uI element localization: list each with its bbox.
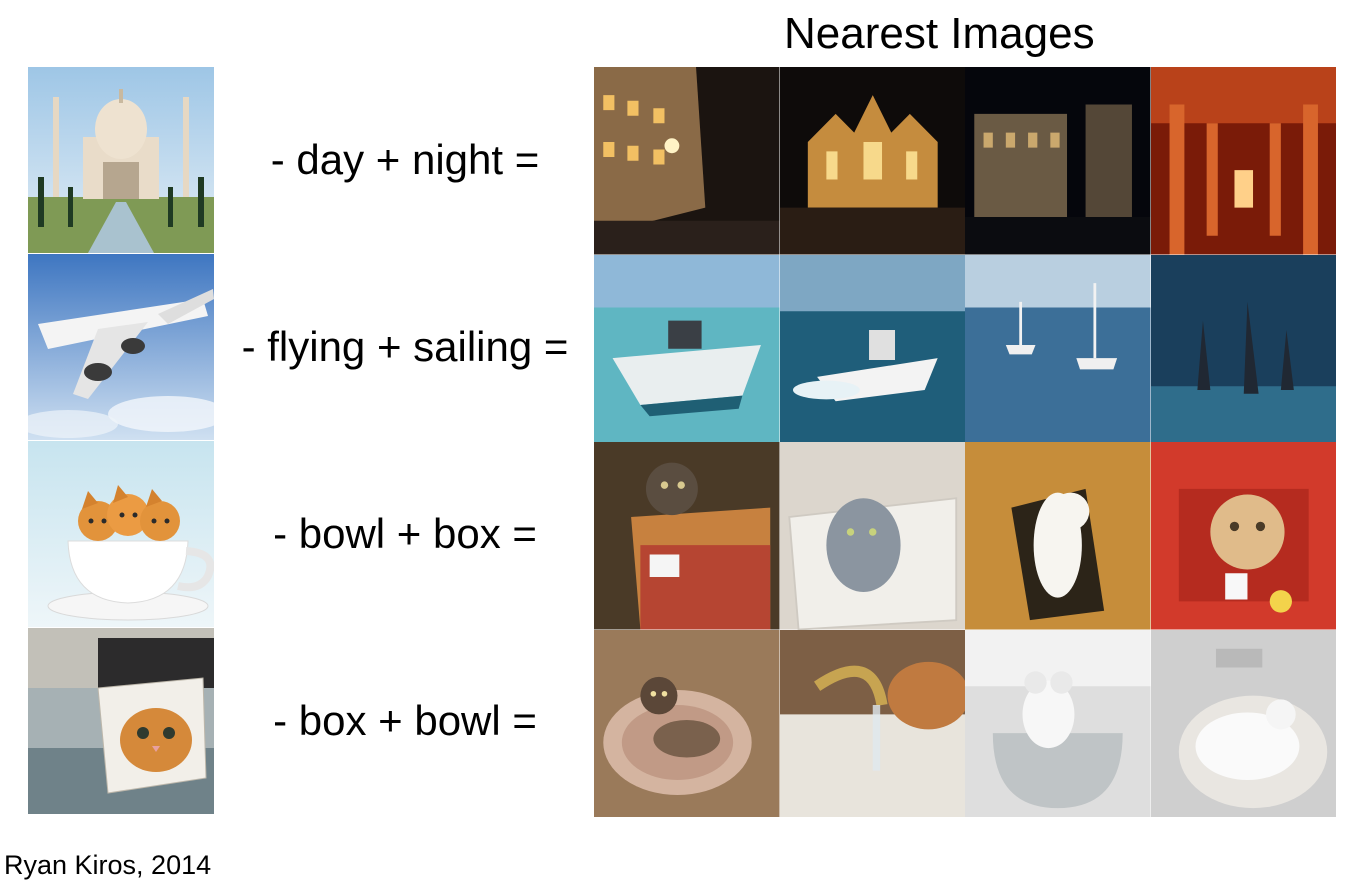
result-image-speedboat xyxy=(779,254,965,442)
result-image-cat-by-faucet xyxy=(779,629,965,817)
author-credit: Ryan Kiros, 2014 xyxy=(4,850,212,880)
query-image-airplane xyxy=(28,254,214,440)
result-image-cat-in-box-1 xyxy=(594,442,780,630)
result-image-cat-in-tray xyxy=(965,442,1151,630)
result-image-bird-in-sink xyxy=(1150,629,1336,817)
arithmetic-label-day-night: - day + night = xyxy=(270,136,540,183)
result-image-night-cathedral xyxy=(779,67,965,255)
query-image-kittens-in-cup xyxy=(28,441,214,627)
nearest-images-grid xyxy=(594,67,1336,817)
result-image-night-building xyxy=(965,67,1151,255)
result-image-cat-in-sink xyxy=(594,629,780,817)
result-image-red-lit-hall xyxy=(1150,67,1336,255)
arithmetic-label-bowl-box: - bowl + box = xyxy=(273,510,537,557)
arithmetic-label-flying-sailing: - flying + sailing = xyxy=(241,323,569,370)
result-image-cat-in-box-2 xyxy=(779,442,965,630)
query-image-taj-mahal xyxy=(28,67,214,253)
figure-title: Nearest Images xyxy=(784,9,1095,58)
result-image-toy-in-bowl xyxy=(965,629,1151,817)
arithmetic-label-box-bowl: - box + bowl = xyxy=(273,697,537,744)
result-image-cat-in-dollhouse xyxy=(1150,442,1336,630)
result-image-motorboat xyxy=(594,254,780,442)
query-image-cat-in-box xyxy=(28,628,214,814)
result-image-sailboats xyxy=(965,254,1151,442)
result-image-night-street xyxy=(594,67,780,255)
result-image-sailboats-dusk xyxy=(1150,254,1336,442)
